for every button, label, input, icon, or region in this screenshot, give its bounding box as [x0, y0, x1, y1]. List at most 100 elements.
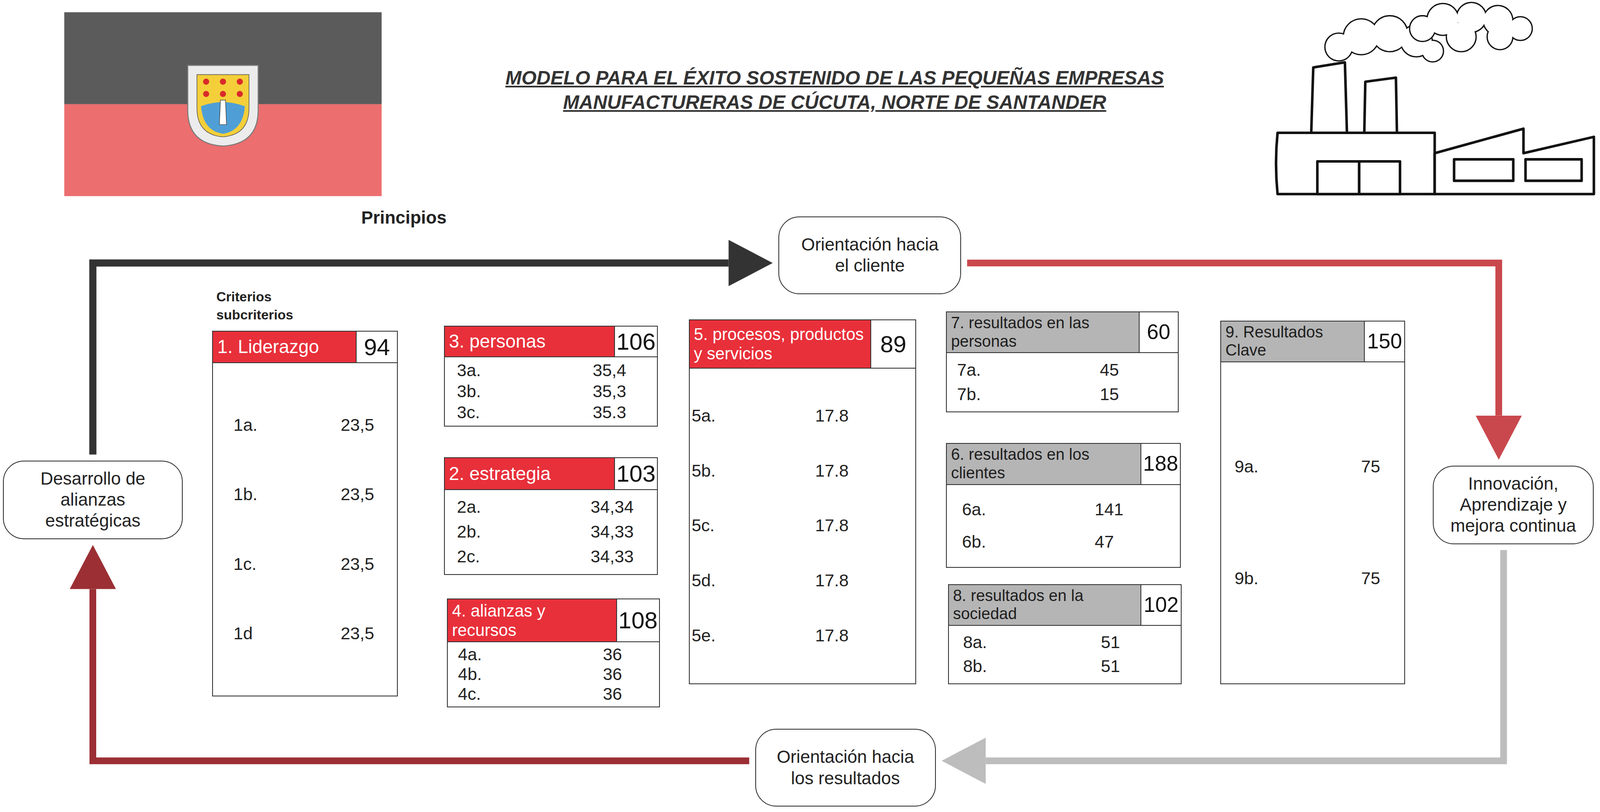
subcriteria-list: 9a.759b.75 [1221, 362, 1405, 683]
flow-arrow [92, 262, 729, 455]
criterion-header: 9. Resultados Clave150 [1221, 321, 1405, 363]
subcriterion-value: 35,3 [592, 381, 627, 402]
criterion-header: 3. personas106 [444, 326, 657, 358]
score-number: 150 [1366, 329, 1402, 353]
subcriterion-row: 5a.17.8 [689, 405, 916, 426]
subcriterion-label: 1d [233, 623, 341, 644]
score-number: 94 [363, 333, 390, 360]
subcriterion-value: 51 [1100, 632, 1121, 652]
factory-illustration [1276, 2, 1595, 194]
criterion-name: 8. resultados en la sociedad [953, 586, 1137, 623]
subcriterion-row: 5e.17.8 [689, 625, 916, 646]
subcriterion-value: 17.8 [814, 625, 849, 646]
subcriterion-value: 17.8 [814, 460, 849, 481]
criterion-name: 9. Resultados Clave [1225, 323, 1360, 360]
subcriterion-row: 8b.51 [948, 656, 1181, 676]
flag-illustration [64, 12, 382, 196]
criterion-title-bar: 8. resultados en la sociedad [948, 584, 1141, 625]
principle-text: Orientación hacia el cliente [794, 233, 946, 277]
subcriterion-value: 75 [1360, 568, 1381, 589]
subcriterion-label: 4a. [457, 644, 603, 665]
subcriterion-label: 3c. [457, 402, 593, 423]
subcriterion-label: 6a. [961, 499, 1095, 520]
subcriterion-value: 47 [1094, 531, 1114, 552]
subcriterion-row: 9a.75 [1221, 456, 1405, 477]
score-number: 102 [1143, 593, 1179, 617]
subcriterion-row: 3a.35,4 [444, 360, 657, 381]
subcriterion-label: 5c. [691, 515, 816, 536]
subcriterion-row: 1d23,5 [212, 623, 397, 644]
subcriterion-value: 35.3 [592, 402, 627, 423]
subcriterion-row: 6b.47 [946, 531, 1180, 552]
subcriteria-list: 5a.17.85b.17.85c.17.85d.17.85e.17.8 [689, 368, 916, 684]
score-cell: 188 [1140, 443, 1180, 484]
subcriterion-label: 3b. [457, 381, 593, 402]
subcriterion-row: 4b.36 [447, 664, 660, 684]
subcriteria-list: 6a.141 6b.47 [946, 484, 1180, 567]
subcriterion-row: 1b.23,5 [212, 484, 397, 505]
subcriterion-row: 7a.45 [946, 359, 1178, 380]
criterion-box: 1. Liderazgo941a.23,51b.23,51c.23,51d23,… [212, 330, 398, 697]
subcriterion-value: 75 [1360, 456, 1381, 477]
subcriterion-label: 1c. [233, 554, 341, 574]
subcriteria-list: 2a.34,342b.34,332c.34,33 [444, 489, 657, 574]
criterion-box: 3. personas1063a.35,43b.35,33c.35.3 [444, 325, 658, 427]
criterion-box: 4. alianzas y recursos1084a.364b.364c.36 [446, 598, 660, 707]
criterion-title-bar: 3. personas [444, 326, 615, 357]
criterion-header: 4. alianzas y recursos108 [447, 599, 660, 642]
subcriterion-value: 141 [1094, 499, 1124, 520]
subcriterion-row: 1c.23,5 [212, 554, 397, 574]
subcriterion-label: 7b. [956, 384, 1100, 405]
score-number: 103 [616, 460, 656, 487]
subcriterion-value: 23,5 [340, 554, 375, 574]
score-cell: 106 [614, 326, 657, 357]
subcriterion-row: 3c.35.3 [444, 402, 657, 423]
subcriterion-label: 4c. [457, 683, 603, 704]
subcriterion-label: 7a. [956, 359, 1100, 380]
subcriterion-row: 2b.34,33 [444, 521, 657, 542]
criterion-title-bar: 7. resultados en las personas [946, 312, 1139, 353]
criterion-header: 1. Liderazgo94 [212, 331, 397, 363]
criterion-title-bar: 6. resultados en los clientes [946, 443, 1141, 484]
criterion-box: 9. Resultados Clave1509a.759b.75 [1220, 320, 1406, 684]
subcriterion-value: 51 [1100, 656, 1121, 676]
subcriterion-value: 23,5 [340, 623, 375, 644]
subcriterion-value: 36 [602, 644, 623, 665]
criterion-name: 5. procesos, productos y servicios [693, 324, 867, 363]
subcriterion-label: 5d. [691, 570, 816, 591]
criterion-name: 4. alianzas y recursos [451, 600, 613, 640]
criterion-title-bar: 4. alianzas y recursos [447, 599, 617, 642]
criterion-header: 6. resultados en los clientes188 [946, 443, 1180, 485]
criterion-box: 7. resultados en las personas607a.457b.1… [945, 311, 1179, 413]
subcriterion-label: 4b. [457, 664, 603, 684]
subcriteria-list: 4a.364b.364c.36 [447, 641, 660, 707]
criterion-header: 5. procesos, productos y servicios89 [689, 320, 916, 368]
criterion-box: 5. procesos, productos y servicios895a.1… [688, 319, 917, 684]
score-cell: 89 [870, 320, 916, 368]
score-number: 188 [1142, 451, 1178, 476]
criterion-title-bar: 2. estrategia [444, 457, 615, 489]
subcriterion-value: 34,34 [590, 496, 634, 517]
criterion-title-bar: 9. Resultados Clave [1221, 321, 1364, 362]
subcriterion-label: 9b. [1234, 568, 1361, 589]
criterion-name: 7. resultados en las personas [951, 313, 1135, 351]
subcriterion-value: 17.8 [814, 515, 849, 536]
subcriterion-label: 2b. [457, 521, 591, 542]
subcriterion-row: 5b.17.8 [689, 460, 916, 481]
principle-box: Orientación hacia el cliente [778, 216, 962, 295]
score-number: 108 [618, 606, 658, 634]
subcriteria-list: 1a.23,51b.23,51c.23,51d23,5 [212, 362, 397, 695]
principle-box: Desarrollo de alianzas estratégicas [2, 460, 183, 539]
subcriterion-label: 8a. [963, 632, 1101, 652]
score-cell: 108 [616, 599, 660, 642]
subcriterion-label: 5a. [691, 405, 816, 426]
subcriterion-value: 23,5 [340, 415, 375, 435]
section-label: Principios [361, 207, 447, 228]
subcriterion-row: 3b.35,3 [444, 381, 657, 402]
flow-arrow [92, 588, 750, 761]
subcriterion-row: 9b.75 [1221, 568, 1405, 589]
subcriteria-list: 7a.457b.15 [946, 352, 1178, 412]
section-label-block: Criterios subcriterios [216, 287, 322, 324]
